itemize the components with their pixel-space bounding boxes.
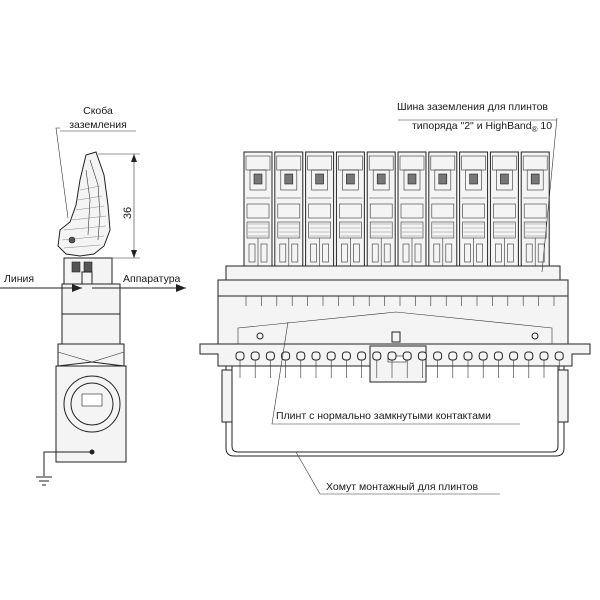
clamp-callout-line <box>295 451 500 495</box>
module <box>305 151 335 267</box>
contact-pin <box>281 351 291 378</box>
ground-symbol-icon <box>36 451 92 486</box>
module <box>335 151 365 267</box>
contact-pin <box>326 351 336 378</box>
line-in-label: Линия <box>4 273 34 285</box>
contact-pin <box>463 351 473 378</box>
contact-pin <box>509 351 519 378</box>
block-label: Плинт с нормально замкнутыми контактами <box>276 410 491 422</box>
contact-pin <box>524 351 534 378</box>
line-out-label: Аппаратура <box>123 273 181 285</box>
contact-pin <box>372 351 382 378</box>
contact-pin <box>357 351 367 378</box>
contact-pin <box>448 351 458 378</box>
module-row <box>243 151 550 267</box>
contact-pin <box>311 351 321 378</box>
signal-arrows <box>0 284 186 292</box>
module <box>428 151 458 267</box>
contact-carrier <box>61 257 121 345</box>
upper-pins <box>245 296 555 306</box>
contact-pin <box>493 351 503 378</box>
ground-clip-label-2: заземления <box>69 119 127 131</box>
ground-clip-label-1: Скоба <box>83 105 113 117</box>
bus-label-2: типоряда "2" и HighBand® 10 <box>412 120 552 134</box>
contact-pin <box>433 351 443 378</box>
dimension-36 <box>98 153 140 259</box>
module <box>397 151 427 267</box>
contact-pin <box>539 351 549 378</box>
lower-pins <box>235 351 564 378</box>
module <box>459 151 489 267</box>
housing-side <box>55 343 127 463</box>
contact-pin <box>478 351 488 378</box>
contact-pin <box>554 351 564 378</box>
contact-pin <box>341 351 351 378</box>
module <box>520 151 550 267</box>
dimension-36-label: 36 <box>122 207 134 219</box>
mounting-clamp <box>221 366 569 457</box>
contact-pin <box>402 351 412 378</box>
contact-pin <box>296 351 306 378</box>
ground-clip-callout <box>55 127 69 219</box>
front-view <box>199 117 591 495</box>
bus-label-1: Шина заземления для плинтов <box>397 101 548 113</box>
module <box>366 151 396 267</box>
contact-pin <box>250 351 260 378</box>
module <box>274 151 304 267</box>
module <box>489 151 519 267</box>
mounting-rail <box>199 343 591 383</box>
terminal-block <box>217 279 569 345</box>
contact-pin <box>265 351 275 378</box>
clamp-label: Хомут монтажный для плинтов <box>326 481 478 493</box>
contact-pin <box>417 351 427 378</box>
grounding-bus <box>225 265 561 281</box>
block-callout-line <box>271 321 520 425</box>
side-view: Линия Аппаратура Скоба заземления 36 <box>0 105 186 486</box>
module <box>243 151 273 267</box>
contact-pin <box>387 351 397 378</box>
bus-callout-line <box>541 117 558 273</box>
contact-pin <box>235 351 245 378</box>
ground-clip <box>57 151 111 257</box>
